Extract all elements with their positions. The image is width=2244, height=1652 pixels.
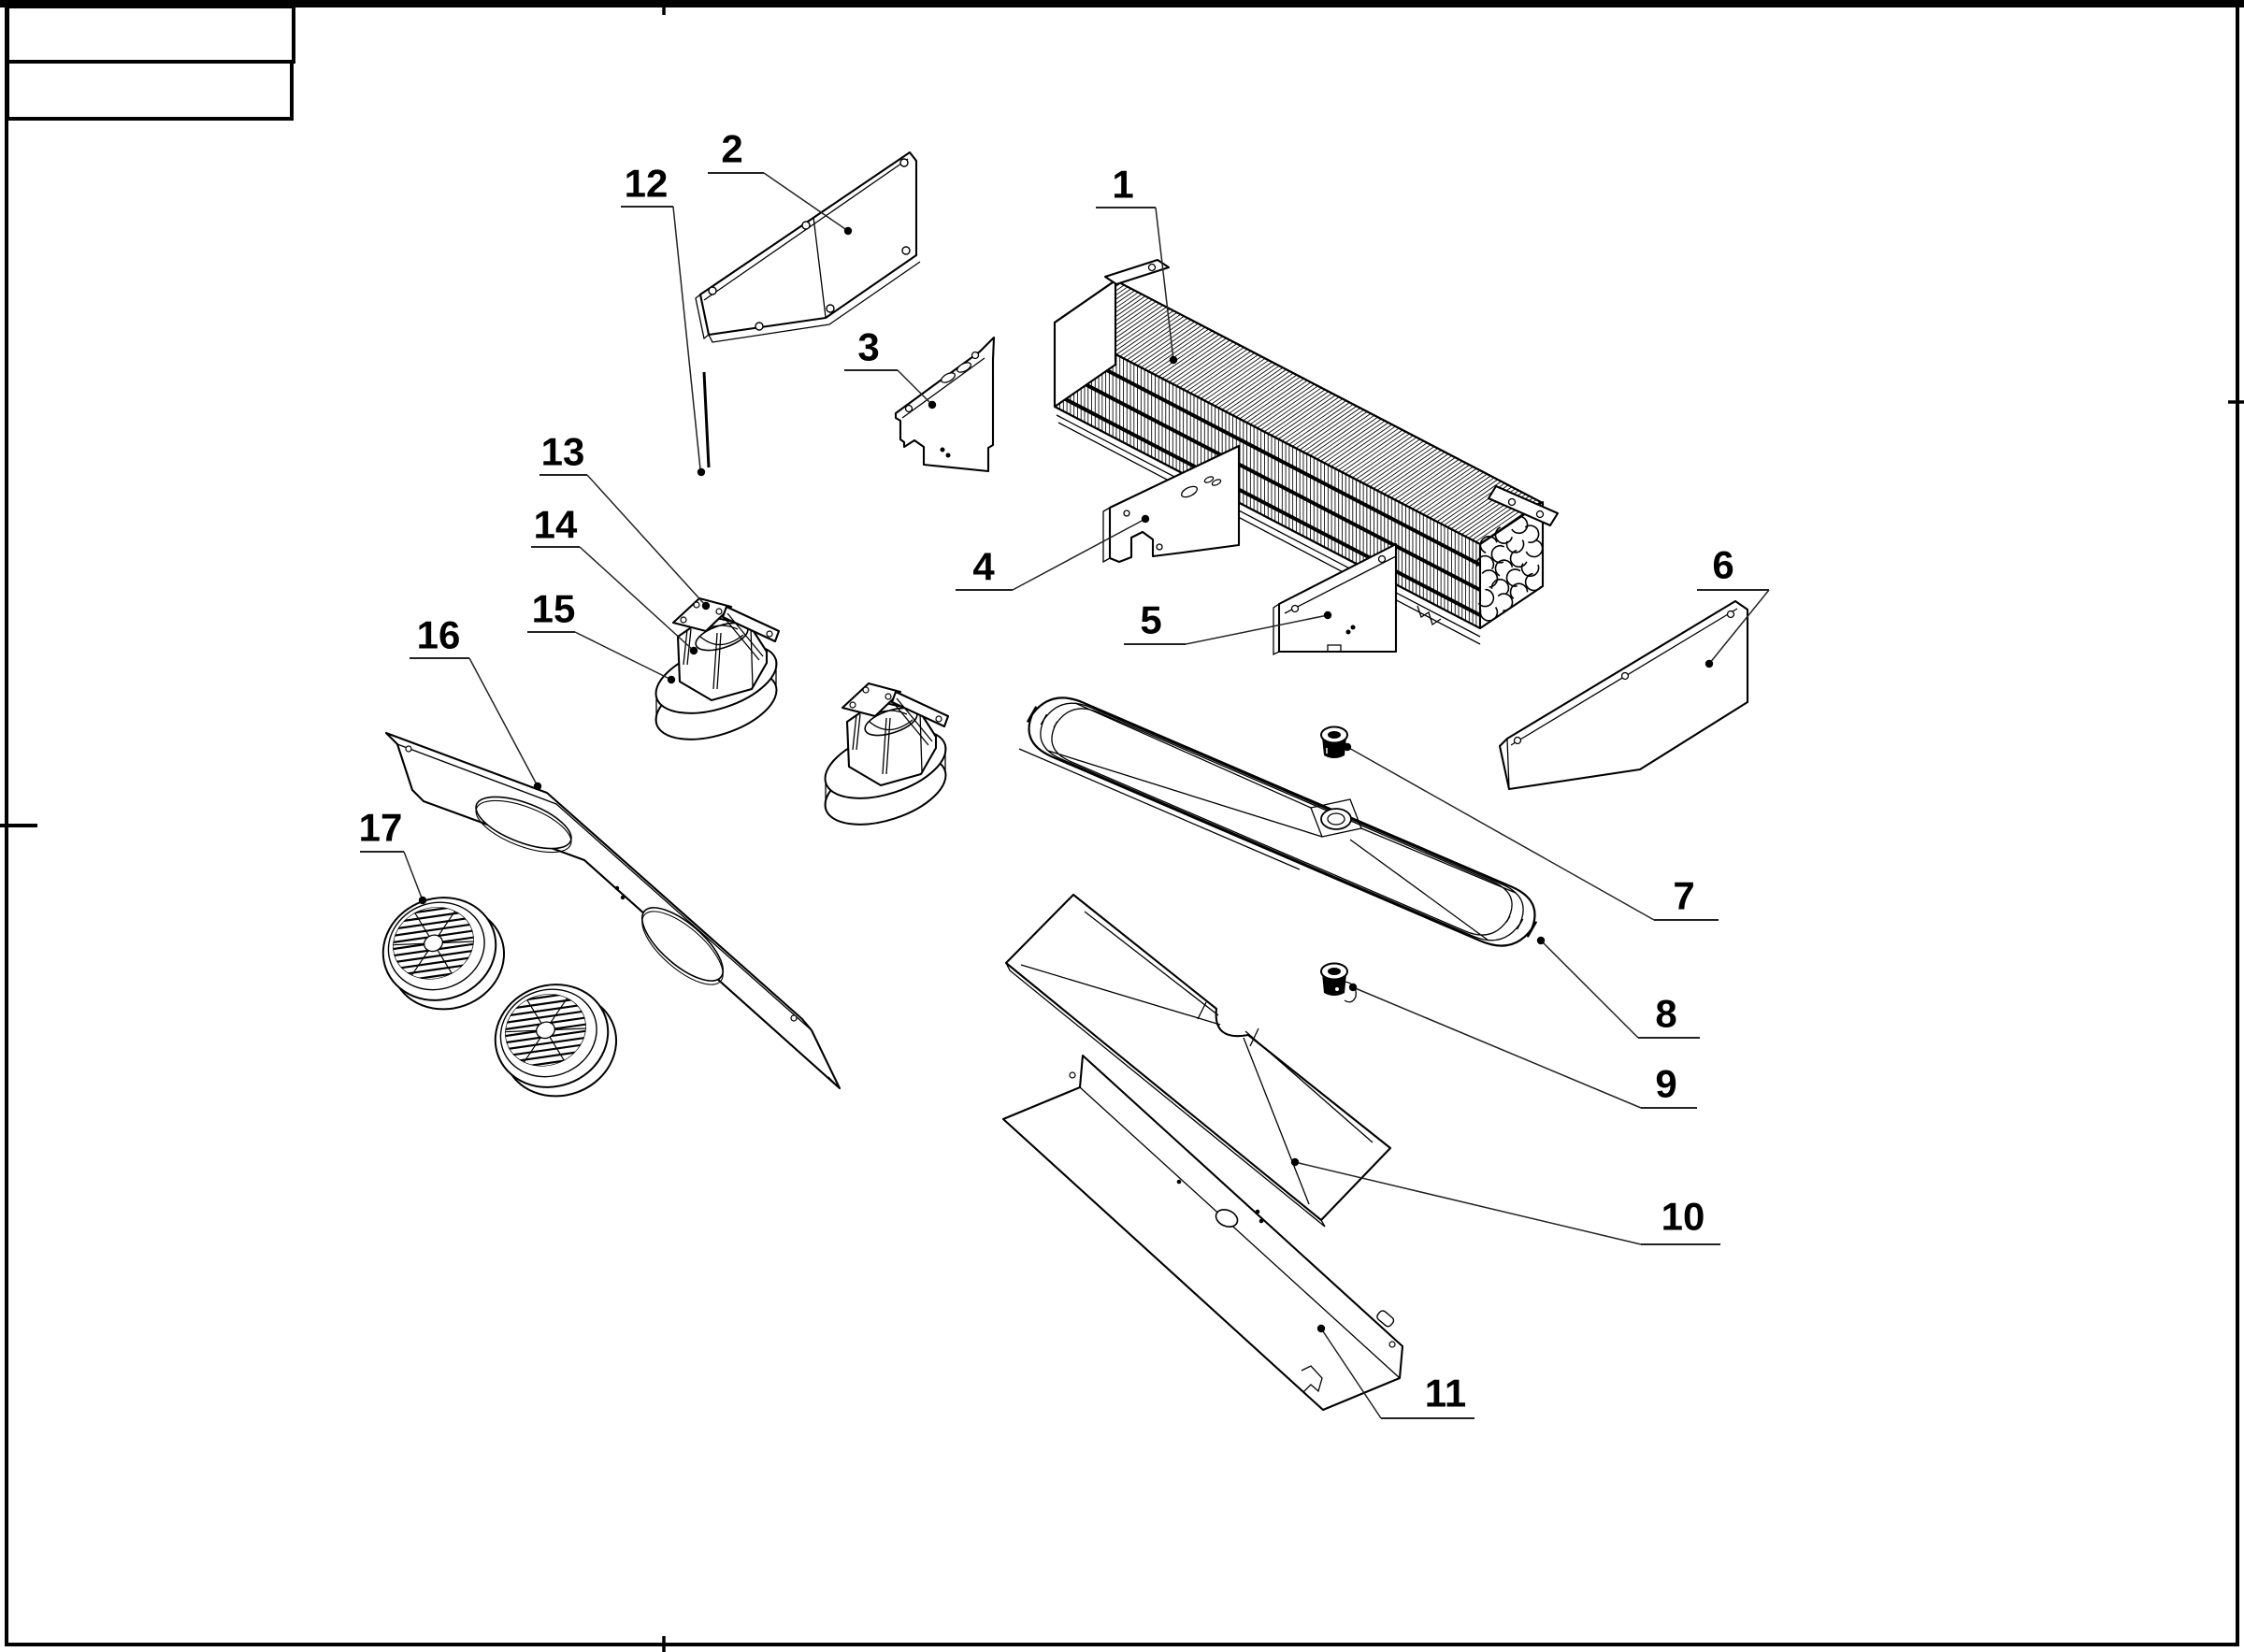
leader-dot: [533, 782, 542, 791]
part-number-label: 12: [625, 162, 669, 206]
callout-4: 4: [956, 514, 1150, 591]
leader-dot: [1141, 514, 1150, 524]
part-number-label: 4: [972, 545, 995, 589]
leader-dot: [418, 896, 427, 905]
leader-dot: [1290, 1157, 1300, 1167]
leader-dot: [701, 601, 711, 611]
leader-dot: [1348, 983, 1358, 992]
part-7-drain-grommet: [1320, 725, 1348, 758]
leader-dot: [667, 675, 676, 684]
louver-grille: [494, 984, 618, 1098]
callout-12: 12: [621, 162, 706, 477]
leader-dot: [1169, 355, 1178, 365]
part-3-left-baffle: [894, 336, 996, 473]
part-11-bottom-panel: [1001, 1054, 1404, 1412]
title-block-row-1: [6, 5, 295, 64]
part-number-label: 1: [1112, 163, 1133, 207]
callout-8: 8: [1536, 936, 1700, 1039]
fan-assembly-1: [646, 596, 786, 754]
hook-tab: [1301, 1365, 1323, 1393]
part-number-label: 5: [1140, 598, 1161, 642]
callout-2: 2: [708, 127, 853, 236]
part-number-label: 3: [857, 325, 879, 369]
leader-dot: [1705, 659, 1714, 668]
part-10-drip-tray: [1004, 893, 1392, 1228]
coil-left-flange: [1103, 258, 1171, 286]
part-5-right-bracket: [1273, 542, 1398, 656]
leader-dot: [697, 467, 706, 477]
callout-17: 17: [359, 806, 427, 905]
leader-dot: [689, 646, 698, 655]
part-number-label: 10: [1661, 1195, 1705, 1239]
leader-dot: [928, 400, 937, 409]
title-block: [6, 5, 295, 121]
part-number-label: 6: [1712, 543, 1733, 587]
part-13-fan-bracket: [841, 682, 950, 775]
part-number-label: 9: [1655, 1062, 1676, 1106]
leader-dot: [1316, 1324, 1326, 1333]
callout-7: 7: [1343, 742, 1719, 921]
callout-9: 9: [1348, 983, 1697, 1109]
part-number-label: 15: [532, 587, 576, 631]
coil-left-end-plate: [1053, 279, 1117, 409]
part-8-drain-pan: [1018, 697, 1537, 947]
drain-hole: [1320, 808, 1352, 830]
part-4-center-bracket: [1102, 444, 1241, 564]
part-1-evaporator-coil: [1053, 258, 1560, 645]
callout-6: 6: [1697, 543, 1770, 668]
callout-16: 16: [410, 613, 542, 791]
part-number-label: 13: [541, 430, 585, 474]
leader-dot: [1343, 742, 1352, 752]
callout-13: 13: [539, 430, 711, 611]
callout-3: 3: [844, 325, 937, 409]
part-number-label: 2: [721, 127, 742, 171]
leader-dot: [1323, 611, 1332, 620]
leader-dot: [843, 226, 853, 236]
part-17-louver-grilles: [381, 897, 618, 1098]
part-number-label: 16: [417, 613, 461, 657]
title-block-row-2: [6, 60, 294, 121]
louver-grille: [381, 897, 506, 1011]
part-12-probe-rod: [702, 371, 712, 468]
tray-creases: [1020, 911, 1374, 1205]
part-16-fan-deck: [384, 731, 842, 1090]
fan-assembly-2: [824, 682, 950, 826]
part-number-label: 8: [1655, 992, 1676, 1036]
callout-14: 14: [531, 503, 698, 655]
part-2-top-panel: [695, 151, 921, 343]
part-number-label: 7: [1673, 874, 1694, 918]
part-number-label: 17: [359, 806, 403, 850]
callout-5: 5: [1124, 598, 1332, 645]
callout-11: 11: [1316, 1324, 1474, 1419]
callout-1: 1: [1096, 163, 1178, 365]
part-9-drain-grommet: [1320, 962, 1357, 1003]
part-number-label: 11: [1425, 1372, 1466, 1415]
pan-creases: [1047, 702, 1517, 941]
callout-15: 15: [527, 587, 676, 684]
coil-tube-rows: [1054, 341, 1481, 617]
part-number-label: 14: [534, 503, 578, 547]
part-14-fan-motor: [845, 699, 938, 787]
leader-dot: [1536, 936, 1546, 945]
part-6-side-panel: [1498, 599, 1749, 791]
drain-boss: [1310, 798, 1362, 838]
callout-10: 10: [1290, 1157, 1720, 1245]
